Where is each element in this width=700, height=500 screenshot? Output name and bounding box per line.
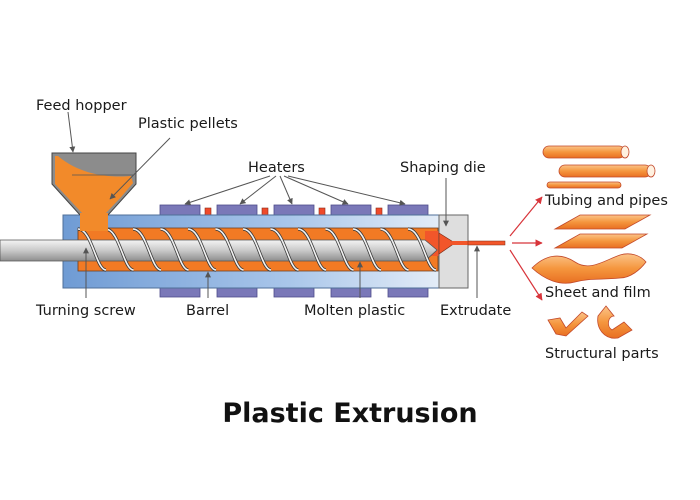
screw-flight-highlight [187,228,217,271]
tubing-pipes-illustration [542,145,656,189]
label-feed-hopper: Feed hopper [36,98,127,114]
structural-parts-illustration [547,305,633,339]
screw-flight-highlight [105,228,134,271]
screw-flight-highlight [297,228,327,271]
screw-flight-highlight [215,228,244,271]
label-tubing-pipes: Tubing and pipes [544,193,668,209]
screw-flight-highlight [270,228,299,271]
label-turning-screw: Turning screw [35,303,136,319]
label-sheet-film: Sheet and film [545,285,651,301]
label-extrudate: Extrudate [440,303,511,319]
leader-lines [67,111,480,298]
screw-flight-highlight [325,228,354,271]
diagram-title: Plastic Extrusion [222,398,477,429]
extrudate-strand [467,240,506,246]
sheet-film-illustration [531,214,652,284]
label-heaters: Heaters [248,160,305,176]
screw-flight-highlight [352,228,382,271]
label-plastic-pellets: Plastic pellets [138,116,238,132]
shaping-die [438,214,469,289]
screw-flight-highlight [160,228,189,271]
heaters-bottom [159,287,429,298]
label-structural-parts: Structural parts [545,346,659,362]
screw-flight-highlight [132,228,162,271]
label-barrel: Barrel [186,303,229,319]
label-molten-plastic: Molten plastic [304,303,405,319]
screw-flight-highlight [242,228,272,271]
heaters-top [159,204,429,217]
screw-flight-highlight [380,228,409,271]
label-shaping-die: Shaping die [400,160,486,176]
output-arrows [509,196,543,301]
screw-flight-highlight [407,228,437,271]
